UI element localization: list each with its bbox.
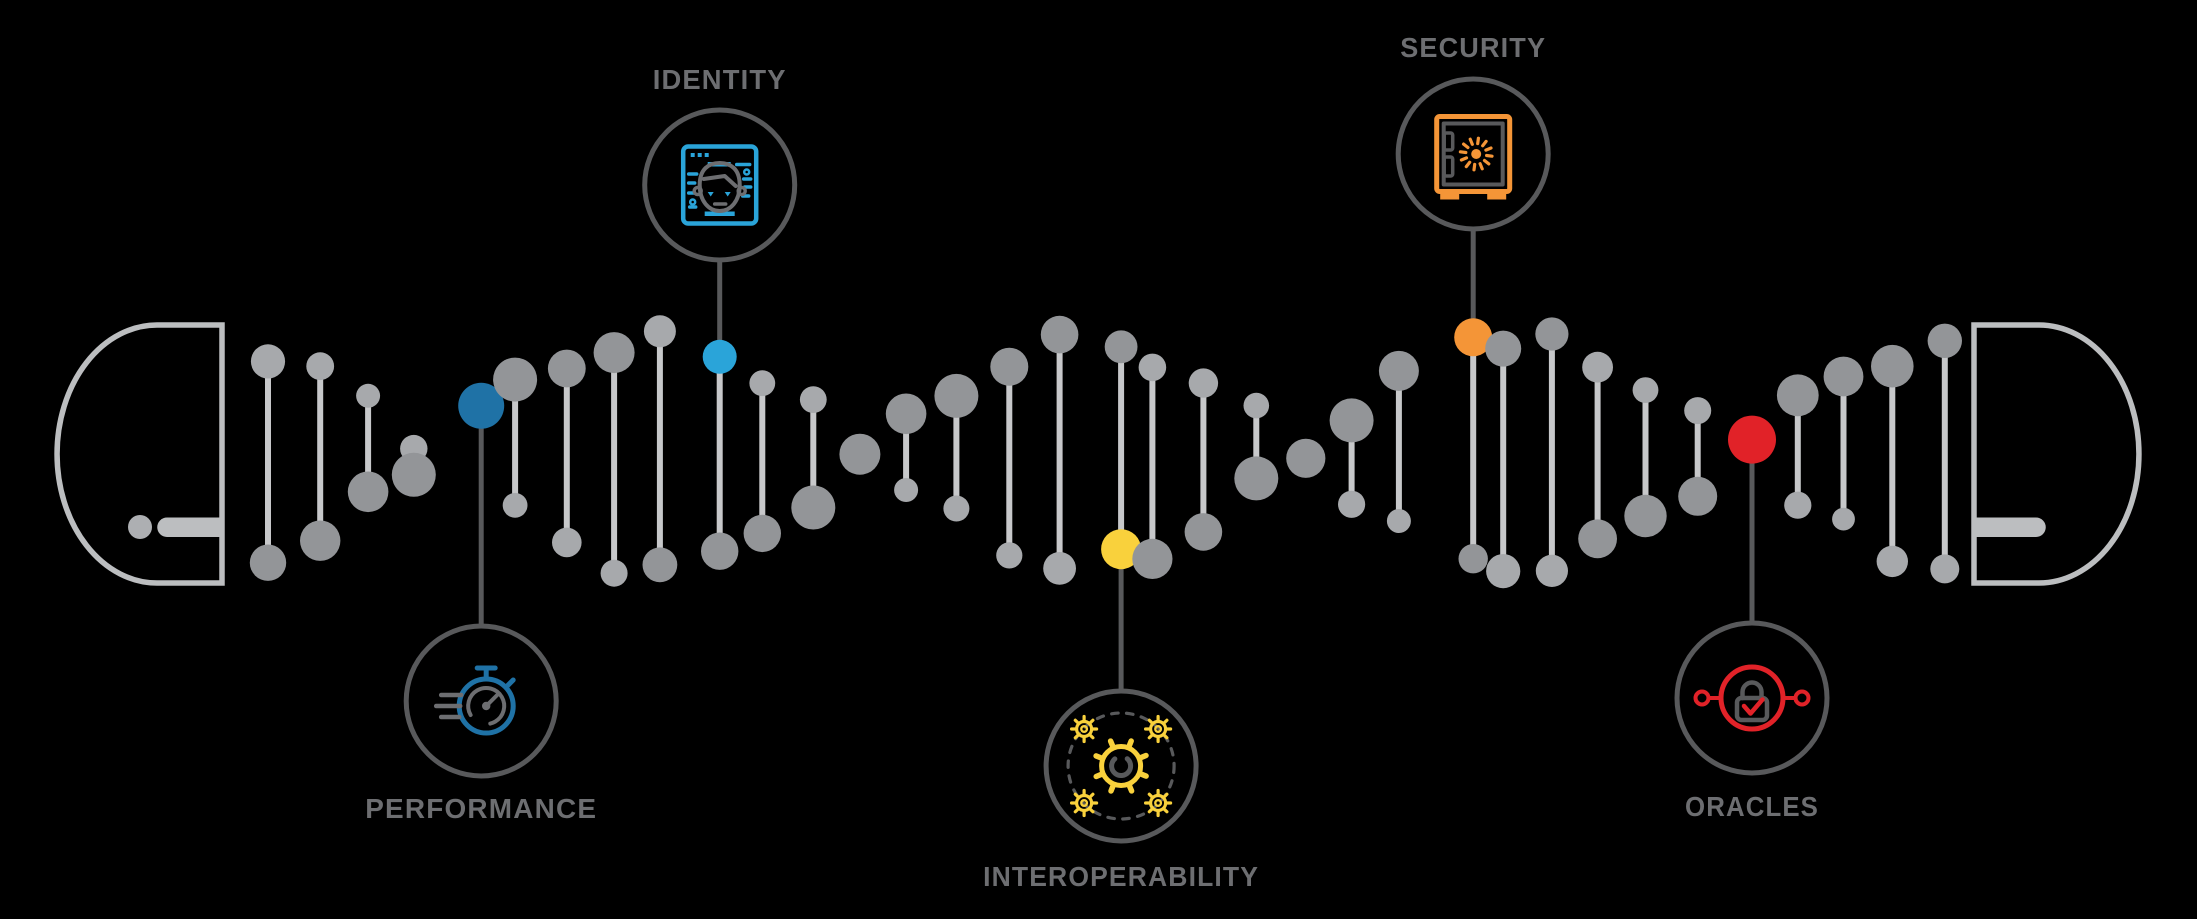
helix-dot [1338, 490, 1366, 518]
helix-dot [1678, 476, 1718, 516]
helix-dot [250, 344, 286, 379]
gears-icon [1066, 711, 1176, 821]
helix-dot [1876, 545, 1909, 578]
helix-dot [943, 495, 970, 522]
node-label-oracles: ORACLES [1685, 791, 1819, 822]
helix-dot [1582, 351, 1613, 383]
cap-dot [128, 515, 152, 539]
helix-dot [1184, 513, 1223, 551]
node-circle-identity [642, 107, 798, 263]
helix-dot [249, 544, 287, 581]
helix-dot [306, 352, 335, 381]
node-circle-oracles [1674, 620, 1830, 776]
accent-dot-identity [702, 339, 737, 374]
helix-dot [934, 373, 979, 418]
helix-dot [885, 393, 927, 435]
helix-dot [593, 332, 635, 374]
helix-dot [1378, 350, 1419, 391]
helix-dot [1784, 491, 1812, 519]
helix-dot [990, 347, 1029, 386]
accent-dot-interoperability [1101, 529, 1142, 570]
helix-dot [1871, 344, 1914, 388]
node-circle-interoperability [1043, 688, 1199, 844]
node-label-performance: PERFORMANCE [365, 793, 597, 824]
helix-dot [1535, 317, 1569, 351]
helix-dot [1386, 509, 1411, 533]
helix-dot [1624, 494, 1667, 538]
helix-dot [552, 527, 582, 558]
helix-dot [996, 542, 1023, 569]
helix-dot [1243, 392, 1270, 419]
dna-helix [249, 229, 1963, 691]
helix-dot [493, 357, 538, 402]
helix-dot [1486, 554, 1521, 589]
helix-dot [642, 547, 678, 583]
helix-dot [1823, 356, 1864, 397]
helix-dot [701, 532, 739, 570]
helix-dot [1104, 330, 1138, 364]
helix-dot [1040, 315, 1079, 354]
helix-dot [1684, 397, 1712, 425]
helix-dot [347, 471, 389, 513]
stopwatch-icon [433, 665, 516, 736]
safe-vault-icon [1434, 114, 1513, 200]
helix-dot [1458, 544, 1488, 574]
helix-dot [839, 433, 881, 475]
helix-dot [502, 492, 528, 518]
accent-dot-oracles [1728, 415, 1776, 464]
helix-dot [1632, 377, 1659, 403]
helix-dot [356, 383, 381, 408]
cap-bar [157, 517, 222, 537]
helix-dot [1930, 554, 1960, 584]
helix-dot [547, 349, 586, 388]
helix-dot [1535, 554, 1568, 588]
helix-dot [1188, 368, 1219, 398]
node-label-identity: IDENTITY [653, 64, 787, 95]
helix-dot [1234, 456, 1279, 501]
node-label-security: SECURITY [1400, 32, 1546, 63]
node-circle-performance [403, 623, 559, 779]
helix-dot [1578, 519, 1617, 559]
helix-dot [749, 370, 776, 397]
helix-dot [1776, 374, 1819, 417]
helix-dot [894, 478, 919, 502]
helix-dot [600, 559, 628, 587]
helix-dot [1485, 330, 1522, 367]
node-label-interoperability: INTEROPERABILITY [983, 861, 1259, 892]
cap-bar [1974, 517, 2046, 537]
helix-dot [643, 315, 676, 348]
dna-cap-left [54, 322, 225, 586]
padlock-check-icon [1693, 664, 1811, 732]
helix-dot [1329, 398, 1374, 443]
node-circle-security [1395, 76, 1551, 232]
helix-dot [1043, 552, 1076, 585]
helix-dot [1132, 538, 1173, 580]
dna-cap-right [1971, 322, 2142, 586]
helix-dot [791, 485, 836, 530]
helix-dot [1286, 438, 1326, 478]
helix-dot [799, 386, 827, 413]
helix-dot [391, 452, 436, 497]
helix-dot [1927, 323, 1963, 358]
helix-dot [1138, 353, 1167, 382]
helix-dot [300, 520, 341, 561]
helix-dot [743, 514, 781, 553]
accent-dot-security [1454, 318, 1493, 357]
helix-dot [1832, 507, 1855, 531]
face-recognition-icon [680, 144, 759, 226]
accent-dot-performance [458, 382, 505, 429]
